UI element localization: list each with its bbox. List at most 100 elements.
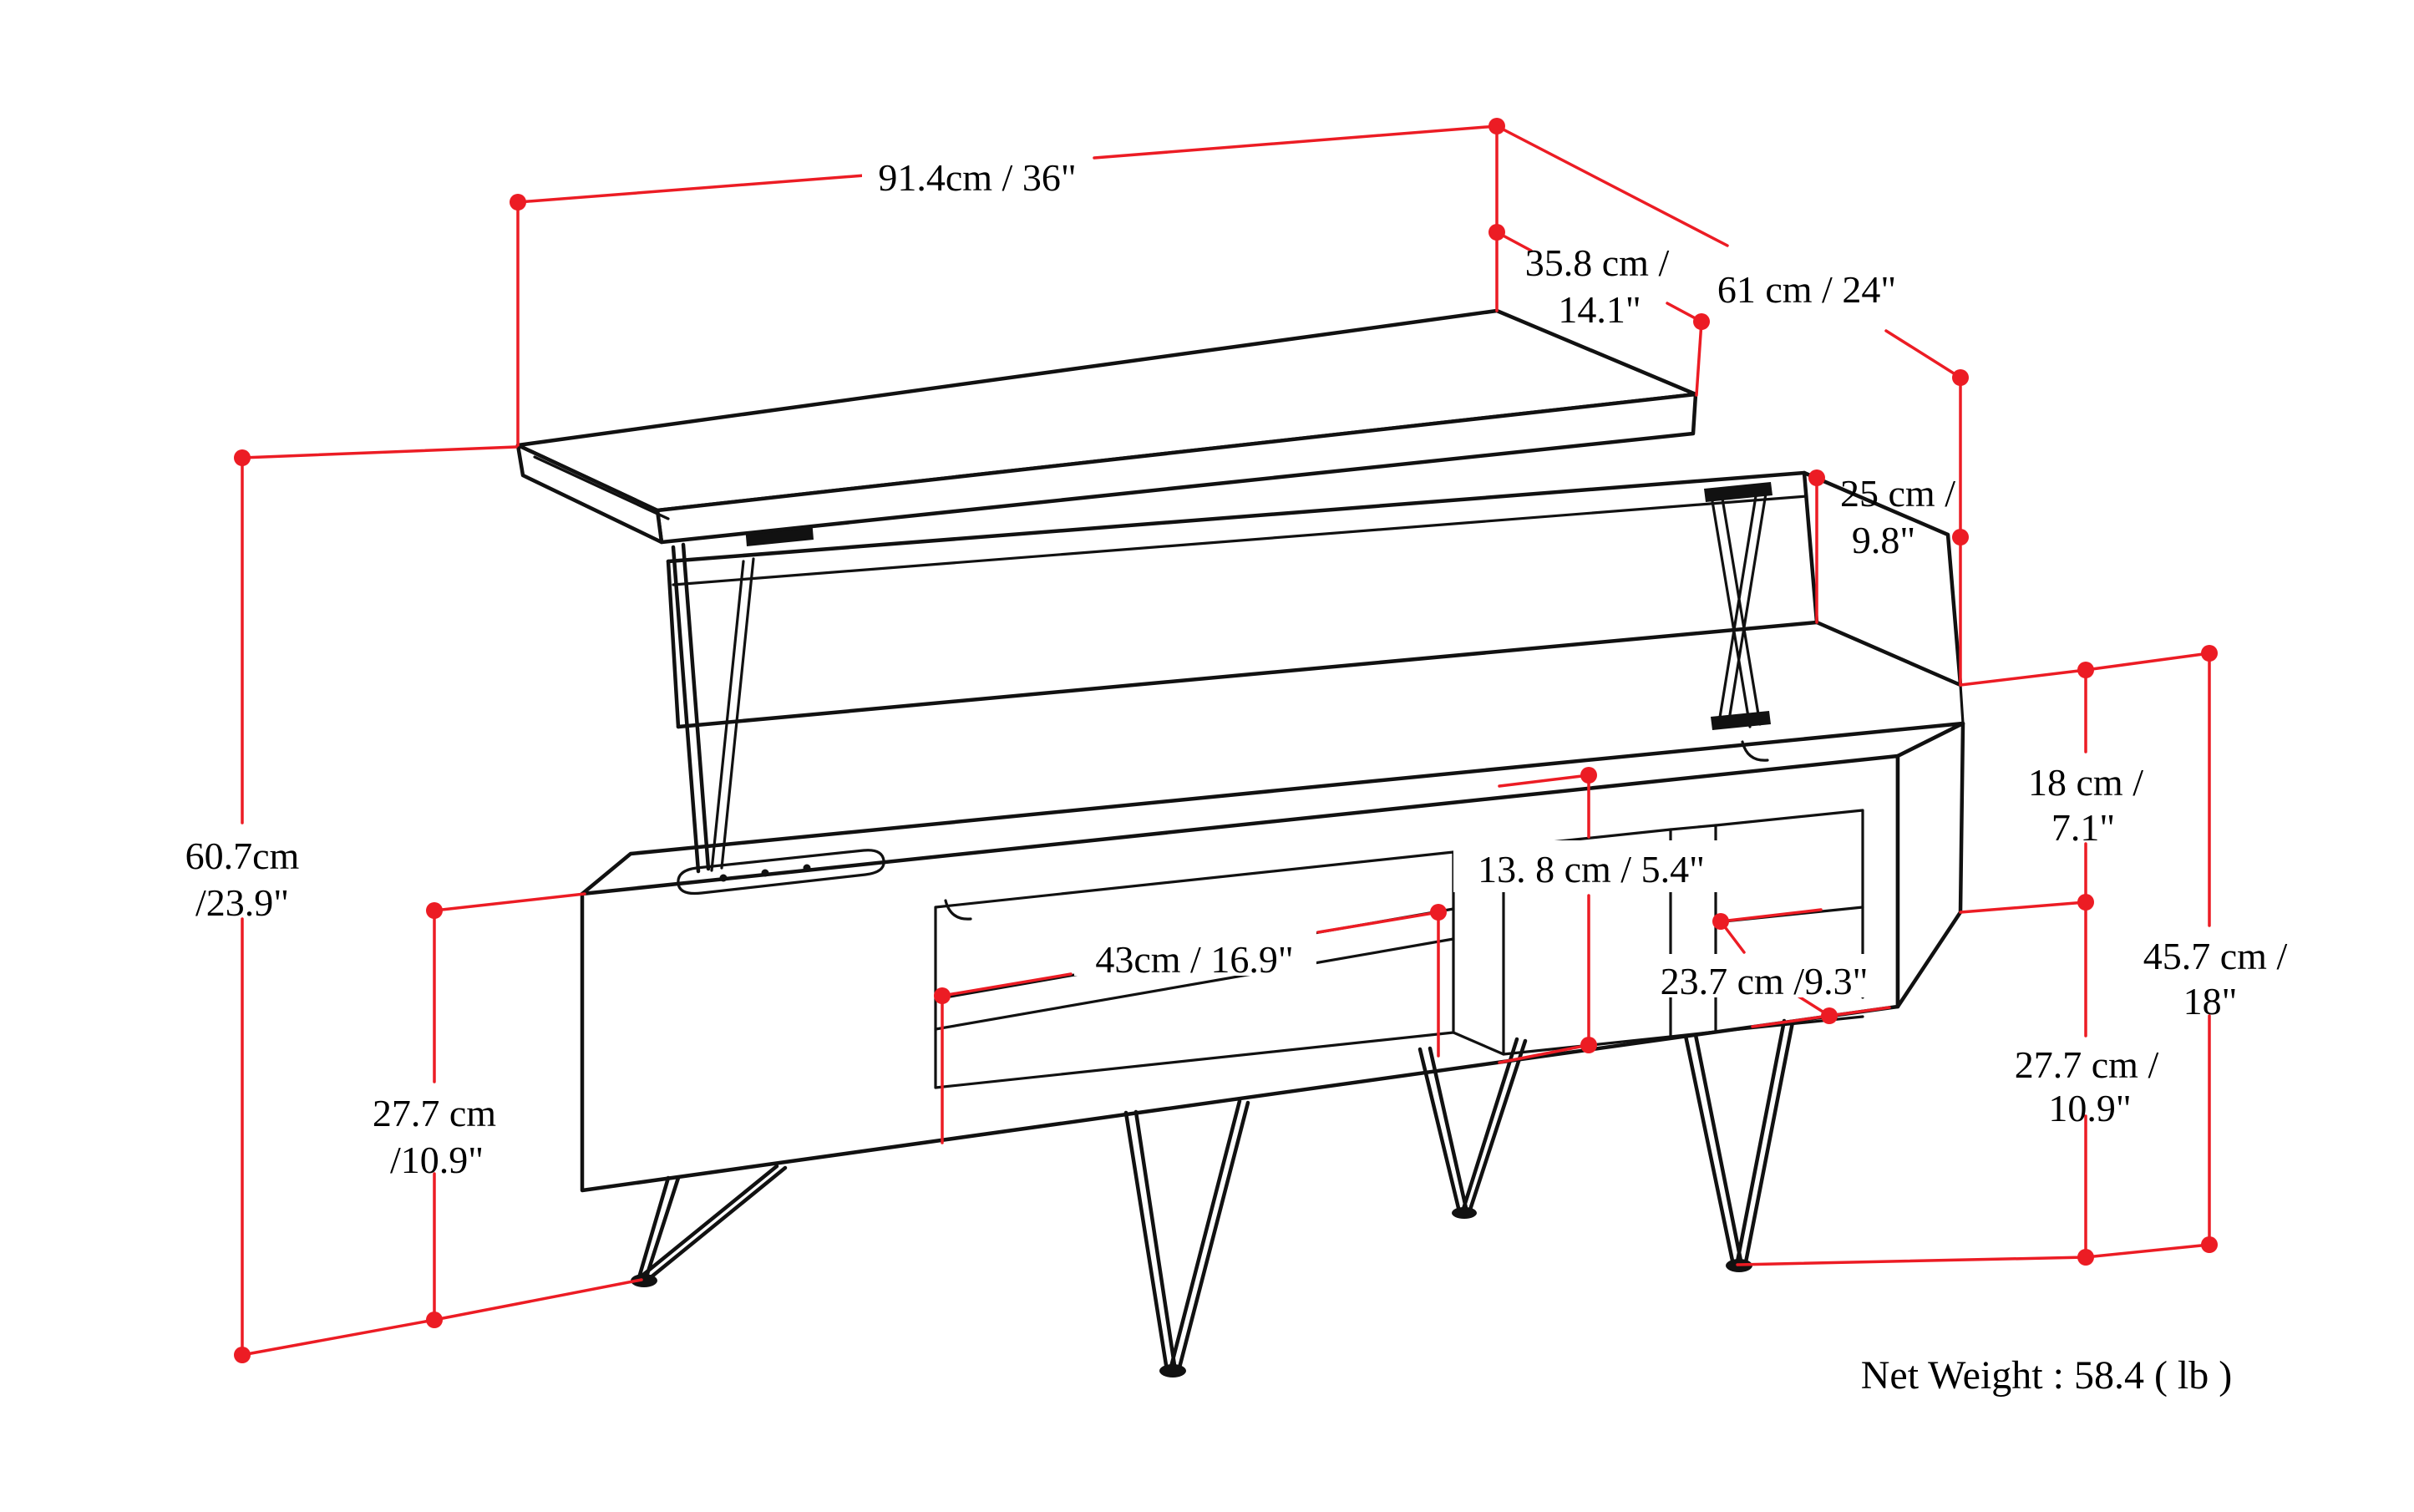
lift-mechanism-left	[671, 520, 814, 874]
dim-leg-height-right-label-2: 10.9"	[2048, 1087, 2131, 1129]
dimension-endpoint-dot	[2201, 645, 2218, 662]
dim-lines	[516, 124, 1499, 447]
apron-left-edge	[666, 559, 681, 729]
dim-lift-clearance: 35.8 cm / 14.1"	[1488, 124, 1710, 397]
dimension-endpoint-dot	[1580, 767, 1597, 784]
label-mask	[862, 144, 1093, 189]
dim-leg-height-right-label-1: 27.7 cm /	[2015, 1043, 2159, 1086]
dimension-endpoint-dot	[934, 987, 951, 1004]
dim-shelf-opening-height-label-2: 7.1"	[2051, 806, 2115, 849]
dim-left-shelf-width: 43cm / 16.9"	[934, 904, 1447, 1144]
dim-overall-height-open: 60.7cm /23.9"	[185, 445, 518, 1363]
dim-leg-height-left-label-1: 27.7 cm	[373, 1092, 496, 1134]
dim-lines	[433, 892, 586, 1322]
dim-middle-shelf-width: 13. 8 cm / 5.4"	[1453, 767, 1731, 1064]
dim-top-width-label: 91.4cm / 36"	[878, 156, 1076, 199]
dimension-endpoint-dot	[426, 902, 443, 919]
dim-lines	[241, 445, 518, 1357]
dim-overall-height-open-label-1: 60.7cm	[185, 835, 300, 877]
lifted-top	[515, 308, 1698, 545]
dim-middle-shelf-width-label: 13. 8 cm / 5.4"	[1478, 848, 1705, 890]
dim-top-depth: 61 cm / 24"	[1495, 124, 1969, 687]
divider-right	[1669, 824, 1717, 1038]
dim-shelf-opening-height-label-1: 18 cm /	[2028, 761, 2143, 804]
dim-right-shelf-depth-label: 23.7 cm /9.3"	[1661, 960, 1869, 1002]
divider-left	[1452, 845, 1505, 1056]
dimension-endpoint-dot	[2077, 662, 2094, 678]
leg-front-center	[1123, 1098, 1250, 1378]
leg-struts	[1123, 1098, 1250, 1370]
dim-leg-height-right: 27.7 cm / 10.9"	[2015, 901, 2159, 1266]
leg-front-right	[1683, 1018, 1795, 1272]
lift-arm-links	[1711, 492, 1767, 729]
dim-right-shelf-depth: 23.7 cm /9.3"	[1642, 908, 1891, 1028]
top-left-end-face	[515, 443, 664, 545]
dimension-midpoint-dot	[1952, 529, 1969, 545]
apron-top-edge	[666, 470, 1807, 564]
dim-lines	[1719, 908, 1891, 1028]
dim-shelf-opening-height: 18 cm / 7.1"	[1959, 662, 2143, 914]
mechanism-base-plate	[677, 849, 885, 896]
dim-top-width: 91.4cm / 36"	[510, 118, 1505, 447]
leg-foot	[1159, 1364, 1186, 1378]
lift-mechanism-right	[1704, 482, 1772, 730]
dimension-endpoint-dot	[1952, 369, 1969, 386]
leg-back-center	[1417, 1037, 1528, 1219]
dim-overall-height-closed-label-2: 18"	[2183, 980, 2238, 1022]
apron-bottom-edge	[676, 620, 1819, 729]
dimension-endpoint-dot	[1712, 913, 1729, 930]
dim-lines	[1959, 668, 2087, 914]
dim-lift-height-label-2: 9.8"	[1852, 519, 1915, 561]
dimension-endpoint-dot	[234, 449, 251, 466]
dimension-endpoint-dot	[510, 194, 526, 211]
dimension-endpoint-dot	[1488, 224, 1505, 241]
dim-lines	[941, 911, 1440, 1144]
label-mask	[1642, 954, 1886, 997]
label-mask	[1453, 840, 1731, 892]
leg-front-left	[631, 1164, 788, 1287]
dim-overall-height-open-label-2: /23.9"	[195, 881, 289, 924]
leg-foot	[631, 1274, 657, 1287]
dim-top-depth-label: 61 cm / 24"	[1717, 268, 1896, 311]
dim-left-shelf-width-label: 43cm / 16.9"	[1095, 938, 1293, 981]
dimension-endpoint-dot	[1693, 313, 1710, 330]
dim-lines	[1498, 774, 1590, 1064]
dim-lift-clearance-label-1: 35.8 cm /	[1525, 241, 1670, 284]
apron-carcass-connector	[1959, 683, 1965, 725]
lift-arm-front	[671, 542, 711, 874]
apron-inner-edge	[672, 495, 1808, 586]
corner-bracket-right	[1741, 740, 1769, 762]
top-left-inner-line	[533, 455, 670, 520]
dim-leg-height-left: 27.7 cm /10.9"	[373, 892, 586, 1328]
dim-overall-height-closed-label-1: 45.7 cm /	[2143, 935, 2288, 977]
screw-dot	[761, 869, 769, 877]
leg-foot	[1452, 1207, 1477, 1219]
dim-lift-height-label-1: 25 cm /	[1840, 472, 1955, 515]
hairpin-legs	[631, 1018, 1795, 1378]
lift-hinge-top	[1704, 482, 1772, 502]
floor-leader-left	[241, 1278, 643, 1357]
dim-lift-clearance-label-2: 14.1"	[1558, 288, 1641, 331]
lift-hinge-bottom	[1711, 711, 1771, 730]
leg-struts	[1417, 1037, 1528, 1212]
net-weight-note: Net Weight : 58.4 ( lb )	[1861, 1353, 2233, 1398]
dim-lift-height: 25 cm / 9.8"	[1808, 469, 1955, 624]
label-mask	[1074, 931, 1316, 976]
dim-leg-height-left-label-2: /10.9"	[390, 1139, 484, 1181]
table-line-art	[515, 308, 1965, 1378]
dim-overall-height-closed: 45.7 cm / 18"	[2143, 645, 2288, 1253]
dimension-endpoint-dot	[1430, 904, 1447, 921]
screw-dot	[803, 864, 811, 872]
dimension-endpoint-dot	[1580, 1037, 1597, 1053]
floor-leader-right	[1736, 1243, 2211, 1266]
lift-arm-cross	[710, 557, 755, 872]
dimension-endpoint-dot	[1808, 469, 1825, 486]
leg-struts	[1683, 1018, 1795, 1265]
leg-struts	[637, 1164, 788, 1281]
screw-dot	[719, 874, 728, 882]
corner-bracket-left	[944, 899, 972, 921]
dimension-endpoint-dot	[1821, 1007, 1838, 1024]
carcass-right-face	[1895, 721, 1965, 1009]
